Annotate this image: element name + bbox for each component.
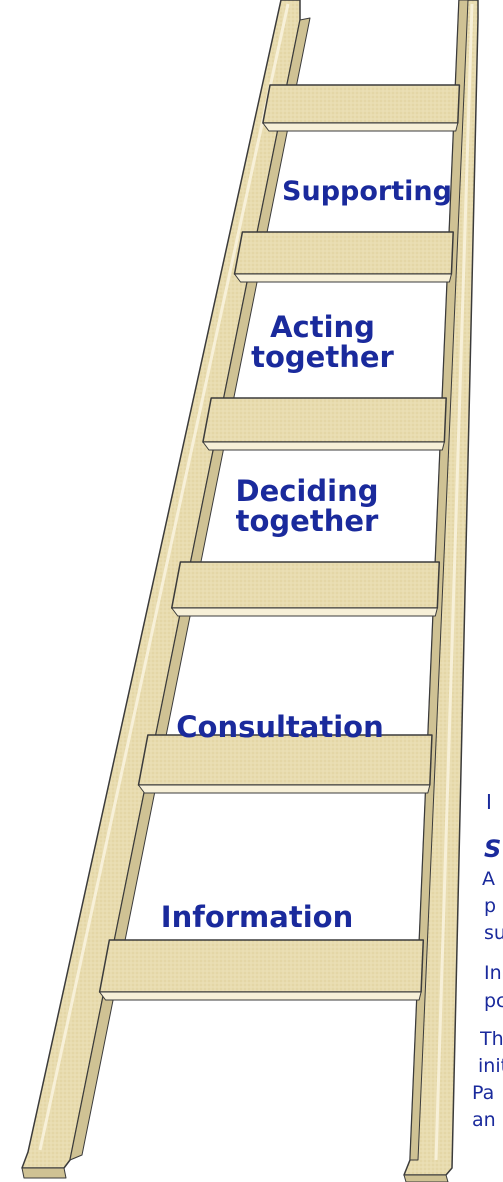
ladder-rung-5-bevel — [137, 784, 431, 794]
side-text-6: In — [484, 962, 502, 984]
side-text-10: Pa — [472, 1082, 495, 1104]
side-text-8: Th — [480, 1028, 503, 1050]
ladder-rung-1-bevel — [262, 122, 459, 132]
ladder-rung-3-bevel — [202, 441, 445, 451]
ladder-left-foot — [21, 1167, 67, 1179]
ladder-left-rail-highlight — [38, 3, 290, 1151]
rung-label-supporting: Supporting — [282, 176, 452, 207]
rung-label-information: Information — [160, 900, 354, 934]
side-text-4: p — [484, 895, 497, 917]
side-text-2: S — [484, 835, 502, 863]
ladder-right-foot — [403, 1174, 449, 1182]
ladder-rung-4-bevel — [171, 607, 438, 617]
ladder-rung-2-bevel — [234, 273, 452, 283]
ladder-right-rail-highlight — [434, 3, 474, 1161]
rung-label-deciding-together: Deciding together — [235, 474, 379, 539]
rung-label-consultation: Consultation — [176, 710, 384, 744]
ladder-rung-1 — [262, 84, 461, 124]
side-text-3: A — [482, 868, 495, 890]
side-text-11: an — [472, 1109, 496, 1131]
ladder-rung-2 — [233, 231, 454, 275]
ladder-rung-6 — [98, 939, 425, 993]
side-text-9: init — [478, 1055, 503, 1077]
ladder-rung-4 — [170, 561, 441, 609]
ladder — [21, 0, 479, 1182]
side-text-1: I — [486, 790, 492, 814]
ladder-rung-6-bevel — [99, 991, 422, 1001]
rung-label-acting-together: Acting together — [251, 310, 394, 375]
ladder-rung-3 — [202, 397, 447, 443]
side-text-5: su — [484, 922, 503, 944]
side-text-7: pc — [484, 990, 503, 1012]
